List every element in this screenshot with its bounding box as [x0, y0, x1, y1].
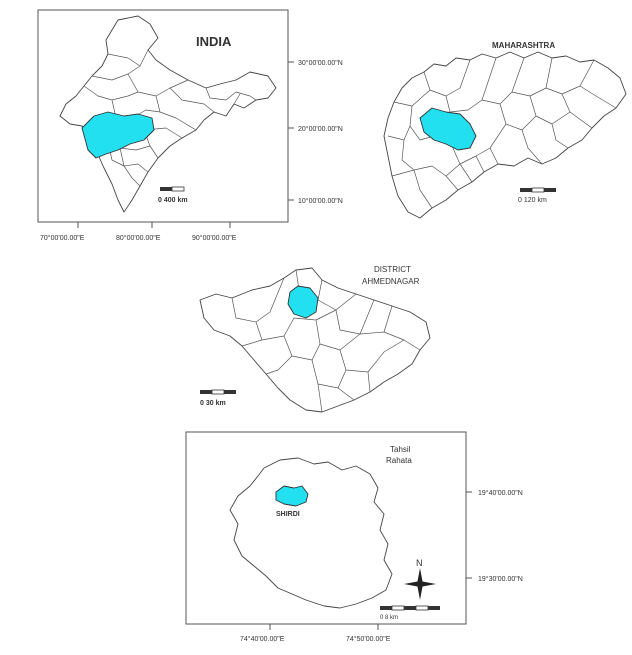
india-lat-label-10: 10°00'00.00"N — [298, 197, 343, 205]
district-title-line2: AHMEDNAGAR — [362, 277, 420, 286]
india-maharashtra-highlight — [81, 111, 155, 159]
tahsil-outline — [229, 457, 393, 609]
maharashtra-scale-label: 0 120 km — [518, 197, 547, 204]
maharashtra-ahmednagar-highlight — [419, 107, 477, 151]
india-lon-label-80: 80°00'00.00"E — [116, 234, 161, 242]
india-outline — [59, 15, 277, 213]
district-panel: DISTRICT AHMEDNAGAR 0 30 km — [199, 265, 431, 413]
tahsil-panel: Tahsil Rahata SHIRDI N 0 8 km 19°40'00.0… — [185, 431, 523, 643]
tahsil-lon-label-7440: 74°40'00.00"E — [240, 635, 285, 643]
tahsil-title-line1: Tahsil — [390, 445, 411, 454]
tahsil-frame — [185, 431, 467, 625]
maharashtra-panel: MAHARASHTRA 0 120 km — [383, 41, 627, 219]
district-title-line1: DISTRICT — [374, 265, 411, 274]
tahsil-scale-label: 0 8 km — [380, 615, 398, 621]
tahsil-title-line2: Rahata — [386, 456, 412, 465]
india-lat-label-20: 20°00'00.00"N — [298, 125, 343, 133]
district-rahata-highlight — [287, 285, 319, 319]
maharashtra-scale-bar: 0 120 km — [518, 187, 556, 204]
district-scale-bar: 0 30 km — [200, 389, 236, 407]
maharashtra-title: MAHARASHTRA — [492, 41, 555, 50]
district-scale-label: 0 30 km — [200, 400, 226, 407]
tahsil-lat-label-1930: 19°30'00.00"N — [478, 575, 523, 583]
india-lat-label-30: 30°00'00.00"N — [298, 59, 343, 67]
tahsil-shirdi-highlight — [275, 485, 309, 507]
tahsil-shirdi-label: SHIRDI — [276, 511, 300, 518]
maharashtra-district-lines — [387, 57, 617, 209]
india-frame — [37, 9, 289, 223]
india-title: INDIA — [196, 34, 232, 49]
india-lon-label-90: 90°00'00.00"E — [192, 234, 237, 242]
north-arrow: N — [404, 558, 436, 600]
maharashtra-outline — [383, 51, 627, 219]
india-scale-label: 0 400 km — [158, 197, 188, 204]
india-panel: INDIA 0 400 km 30°00'00.00"N 20°00'00.00… — [37, 9, 343, 242]
north-arrow-label: N — [416, 558, 423, 568]
tahsil-lat-label-1940: 19°40'00.00"N — [478, 489, 523, 497]
india-lon-label-70: 70°00'00.00"E — [40, 234, 85, 242]
india-scale-bar: 0 400 km — [158, 186, 188, 204]
tahsil-lon-label-7450: 74°50'00.00"E — [346, 635, 391, 643]
district-taluka-lines — [231, 269, 421, 413]
tahsil-scale-bar: 0 8 km — [380, 605, 440, 621]
